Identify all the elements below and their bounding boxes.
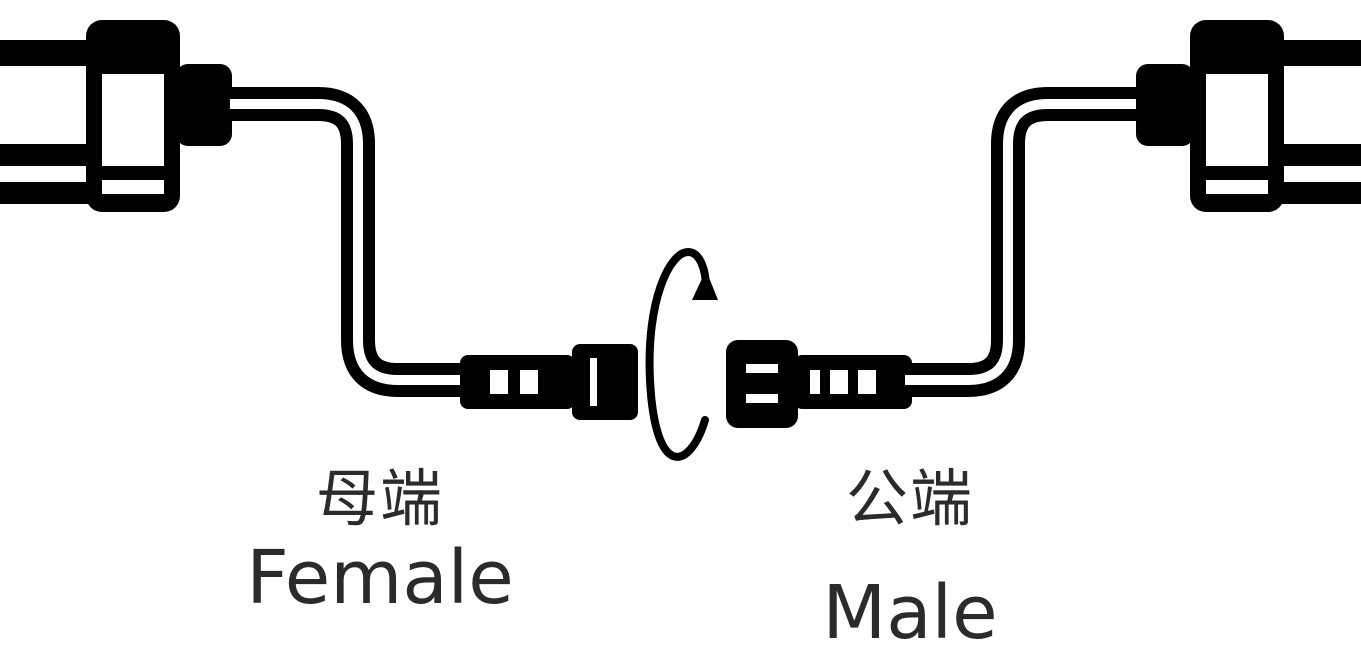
male-cable	[905, 87, 1140, 397]
female-english-label: Female	[246, 535, 514, 621]
female-chinese-label: 母端	[315, 462, 444, 535]
female-lamp-holder	[0, 20, 232, 212]
male-lamp-holder	[1136, 20, 1361, 212]
male-plug	[726, 340, 912, 428]
female-plug	[460, 344, 638, 420]
rotate-arrow-icon	[645, 247, 718, 461]
female-cable	[230, 87, 470, 397]
male-chinese-label: 公端	[845, 462, 974, 535]
male-english-label: Male	[822, 570, 998, 647]
